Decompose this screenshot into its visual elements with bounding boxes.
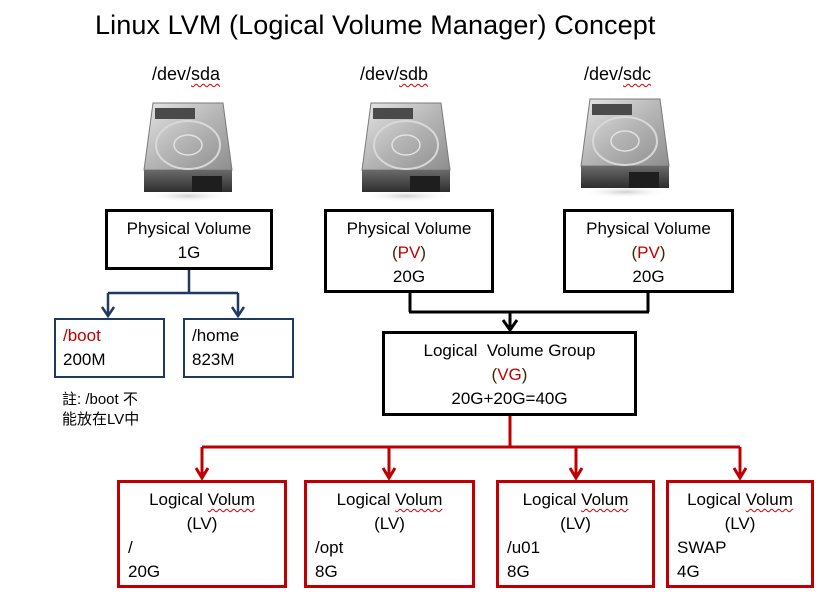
partition-mount: /home <box>192 326 240 345</box>
disk-label-sdb: /dev/sdb <box>360 64 428 85</box>
lv-mount: /u01 <box>507 538 541 557</box>
lv-label: Logical Volum <box>307 488 472 512</box>
hard-drive-icon <box>361 102 451 202</box>
paren-open: ( <box>631 243 638 262</box>
page-title: Linux LVM (Logical Volume Manager) Conce… <box>95 10 656 40</box>
partition-box-boot: /boot 200M <box>54 318 165 378</box>
logical-volume-box-u01: Logical Volum (LV) /u01 8G <box>496 480 655 588</box>
lv-abbr: (LV) <box>374 514 405 533</box>
physical-volume-box-sda: Physical Volume 1G <box>105 209 273 270</box>
volume-group-box: Logical Volume Group (VG) 20G+20G=40G <box>382 331 637 416</box>
disk-label-sda: /dev/sda <box>152 64 220 85</box>
pv-label: Physical Volume <box>586 219 711 238</box>
lv-label-a: Logical <box>687 490 746 509</box>
lv-label: Logical Volum <box>120 488 284 512</box>
lv-abbr: (LV) <box>724 514 756 533</box>
device-prefix: /dev/ <box>584 64 624 84</box>
lv-mount: SWAP <box>677 538 727 557</box>
logical-volume-box-root: Logical Volum (LV) / 20G <box>117 480 287 588</box>
hard-drive-icon <box>143 102 233 202</box>
lv-label-a: Logical <box>522 490 582 509</box>
lv-label-b: Volum <box>581 490 629 509</box>
hard-drive-icon <box>580 98 670 198</box>
vg-abbr-text: VG <box>497 365 522 384</box>
note-line-2: 能放在LV中 <box>62 411 140 428</box>
pv-label: Physical Volume <box>126 219 252 238</box>
note-line-1: 註: /boot 不 <box>62 391 138 408</box>
device-name: sdb <box>399 64 429 84</box>
device-name: sdc <box>623 64 652 84</box>
disk-label-sdc: /dev/sdc <box>584 64 651 85</box>
logical-volume-box-opt: Logical Volum (LV) /opt 8G <box>304 480 475 588</box>
paren-close: ) <box>659 243 666 262</box>
paren-close: ) <box>420 243 427 262</box>
pv-size: 20G <box>632 267 665 286</box>
vg-to-lv-connector <box>194 415 748 481</box>
lv-label-a: Logical <box>336 490 396 509</box>
physical-volume-box-sdc: Physical Volume (PV) 20G <box>563 209 734 293</box>
arrow-to-boot <box>100 306 116 319</box>
vg-abbr: (VG) <box>385 363 634 387</box>
partition-size: 823M <box>192 350 235 369</box>
physical-volume-box-sdb: Physical Volume (PV) 20G <box>324 209 494 293</box>
pv-to-vg-connector <box>408 292 650 333</box>
lv-mount: / <box>128 538 133 557</box>
partition-box-home: /home 823M <box>183 318 294 378</box>
device-prefix: /dev/ <box>152 64 192 84</box>
vg-size: 20G+20G=40G <box>451 389 568 408</box>
arrow-to-vg <box>501 319 519 333</box>
pv1-connector <box>100 269 246 319</box>
pv-abbr-text: PV <box>397 243 421 262</box>
device-prefix: /dev/ <box>360 64 400 84</box>
lv-abbr: (LV) <box>186 514 218 533</box>
lv-abbr: (LV) <box>560 514 591 533</box>
vg-label: Logical Volume Group <box>423 341 596 360</box>
lv-size: 8G <box>507 562 530 581</box>
pv-size: 20G <box>392 267 426 286</box>
lv-label: Logical Volum <box>669 488 811 512</box>
partition-size: 200M <box>63 350 106 369</box>
paren-open: ( <box>391 243 398 262</box>
lv-size: 4G <box>677 562 700 581</box>
lv-label: Logical Volum <box>499 488 652 512</box>
logical-volume-box-swap: Logical Volum (LV) SWAP 4G <box>666 480 814 588</box>
lv-size: 8G <box>315 562 338 581</box>
pv-abbr: (PV) <box>566 241 731 265</box>
paren-close: ) <box>521 365 528 384</box>
lv-mount: /opt <box>315 538 344 557</box>
lv-size: 20G <box>128 562 161 581</box>
boot-note: 註: /boot 不 能放在LV中 <box>62 390 139 430</box>
lv-label-b: Volum <box>207 490 255 509</box>
lv-label-b: Volum <box>395 490 443 509</box>
lv-label-b: Volum <box>745 490 793 509</box>
paren-open: ( <box>491 365 498 384</box>
pv-size: 1G <box>177 243 201 262</box>
device-name: sda <box>191 64 221 84</box>
lv-label-a: Logical <box>149 490 208 509</box>
pv-label: Physical Volume <box>346 219 472 238</box>
partition-mount: /boot <box>63 326 101 345</box>
arrow-to-home <box>230 306 246 319</box>
pv-abbr: (PV) <box>327 241 491 265</box>
pv-abbr-text: PV <box>637 243 660 262</box>
